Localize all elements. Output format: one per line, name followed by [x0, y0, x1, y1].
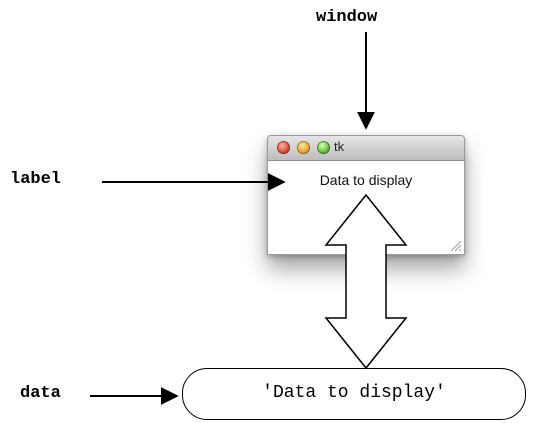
window-callout: window	[316, 8, 378, 27]
minimize-button[interactable]	[297, 141, 310, 154]
data-value: 'Data to display'	[262, 383, 446, 403]
resize-grip-icon[interactable]	[448, 238, 462, 252]
binding-double-arrow	[324, 193, 408, 370]
window-titlebar[interactable]: tk	[268, 136, 464, 161]
zoom-button[interactable]	[317, 141, 330, 154]
close-button[interactable]	[277, 141, 290, 154]
label-callout: label	[10, 170, 62, 189]
data-oval: 'Data to display'	[182, 368, 526, 420]
window-title: tk	[334, 139, 345, 154]
data-callout: data	[20, 384, 61, 403]
tk-label: Data to display	[319, 172, 413, 188]
